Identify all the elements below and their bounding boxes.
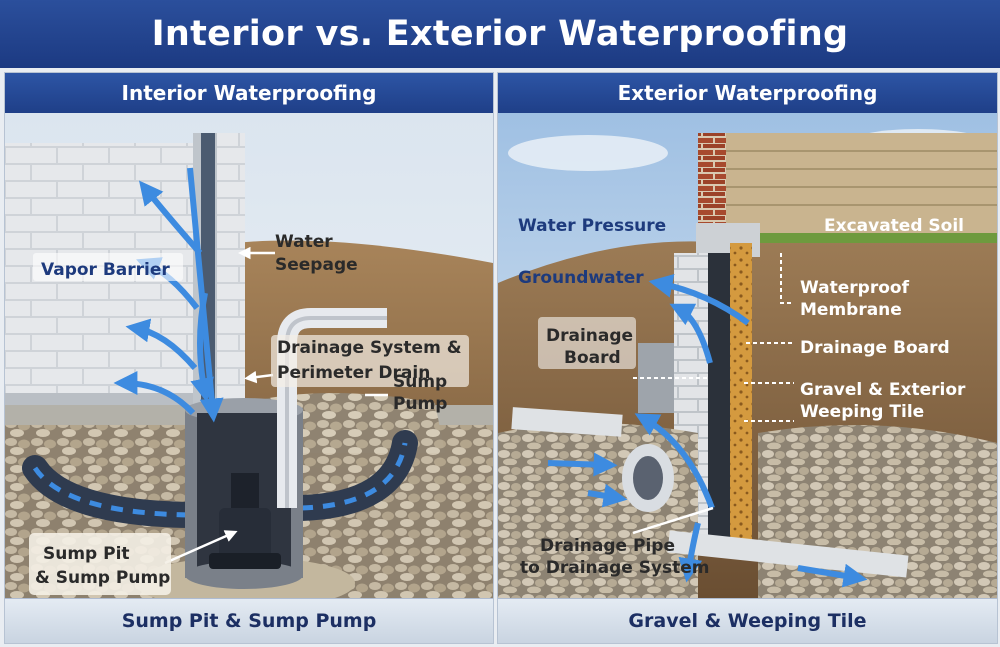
label-drainage-board-left-line1: Drainage bbox=[546, 326, 633, 346]
interior-heading: Interior Waterproofing bbox=[121, 81, 377, 105]
interior-header: Interior Waterproofing bbox=[5, 73, 493, 113]
label-sump-pump-line2: Pump bbox=[393, 394, 447, 414]
interior-footer: Sump Pit & Sump Pump bbox=[5, 598, 493, 643]
label-drainage-board-left-line2: Board bbox=[564, 348, 621, 368]
label-sump-pump-line1: Sump bbox=[393, 372, 447, 392]
label-pipe-line1: Drainage Pipe bbox=[540, 536, 675, 556]
label-membrane-line2: Membrane bbox=[800, 300, 902, 320]
interior-illustration: Vapor Barrier Water Seepage Drainage Sys… bbox=[5, 113, 493, 599]
exterior-footer-label: Gravel & Weeping Tile bbox=[628, 610, 867, 632]
interior-panel: Interior Waterproofing bbox=[4, 72, 494, 644]
label-gravel-line1: Gravel & Exterior bbox=[800, 380, 966, 400]
label-pipe-line2: to Drainage System bbox=[520, 558, 710, 578]
label-drainage-line1: Drainage System & bbox=[277, 338, 462, 358]
label-drainage-board: Drainage Board bbox=[800, 338, 950, 358]
label-water-seepage-line2: Seepage bbox=[275, 255, 358, 275]
label-sump-pit-line2: & Sump Pump bbox=[35, 568, 170, 588]
page-title: Interior vs. Exterior Waterproofing bbox=[151, 14, 849, 54]
exterior-labels: Water Pressure Groundwater Excavated Soi… bbox=[518, 216, 966, 578]
water-arrows-exterior bbox=[547, 274, 868, 588]
exterior-panel: Exterior Waterproofing bbox=[497, 72, 998, 644]
exterior-heading: Exterior Waterproofing bbox=[617, 81, 878, 105]
exterior-illustration: Water Pressure Groundwater Excavated Soi… bbox=[498, 113, 997, 599]
label-excavated-soil: Excavated Soil bbox=[824, 216, 964, 236]
interior-labels: Vapor Barrier Water Seepage Drainage Sys… bbox=[29, 232, 469, 595]
label-groundwater: Groundwater bbox=[518, 268, 644, 288]
interior-scene: Vapor Barrier Water Seepage Drainage Sys… bbox=[5, 113, 493, 599]
label-water-pressure: Water Pressure bbox=[518, 216, 666, 236]
label-sump-pit-line1: Sump Pit bbox=[43, 544, 130, 564]
interior-footer-label: Sump Pit & Sump Pump bbox=[121, 610, 377, 632]
title-bar: Interior vs. Exterior Waterproofing bbox=[0, 0, 1000, 68]
exterior-footer: Gravel & Weeping Tile bbox=[498, 598, 997, 643]
label-water-seepage-line1: Water bbox=[275, 232, 333, 252]
label-gravel-line2: Weeping Tile bbox=[800, 402, 924, 422]
label-drainage-line2: Perimeter Drain bbox=[277, 363, 430, 383]
exterior-header: Exterior Waterproofing bbox=[498, 73, 997, 113]
label-vapor-barrier: Vapor Barrier bbox=[41, 260, 170, 280]
exterior-scene: Water Pressure Groundwater Excavated Soi… bbox=[498, 113, 997, 599]
label-membrane-line1: Waterproof bbox=[800, 278, 910, 298]
